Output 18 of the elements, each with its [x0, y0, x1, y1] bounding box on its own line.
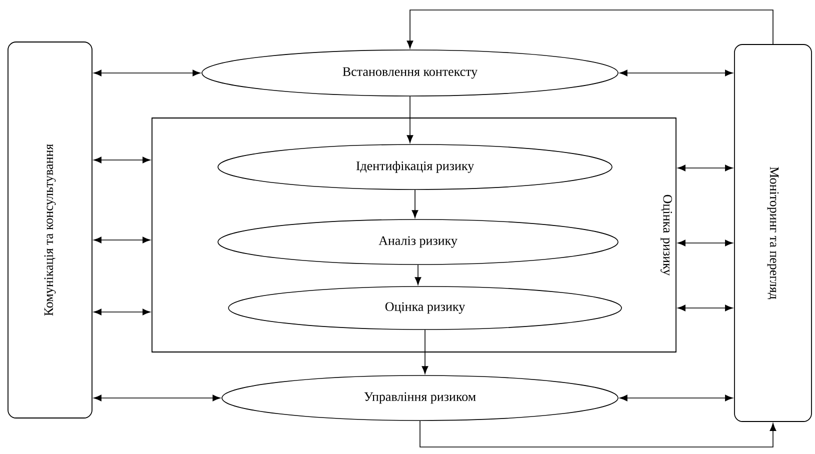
arrow — [94, 156, 150, 164]
arrow — [94, 70, 200, 76]
arrow — [94, 236, 150, 244]
arrow — [678, 240, 733, 246]
arrow — [414, 264, 422, 285]
process-box: Моніторинг та перегляд — [734, 44, 812, 422]
arrow — [678, 304, 733, 312]
arrow — [406, 10, 774, 48]
arrow — [94, 308, 150, 316]
arrow — [94, 394, 220, 402]
arrow — [620, 70, 733, 76]
arrow — [422, 330, 428, 374]
process-box: Комунікація та консультування — [8, 42, 92, 418]
arrow — [678, 164, 733, 172]
arrow — [406, 96, 414, 143]
arrow — [420, 420, 776, 448]
arrow — [412, 189, 418, 218]
arrow — [620, 394, 733, 402]
